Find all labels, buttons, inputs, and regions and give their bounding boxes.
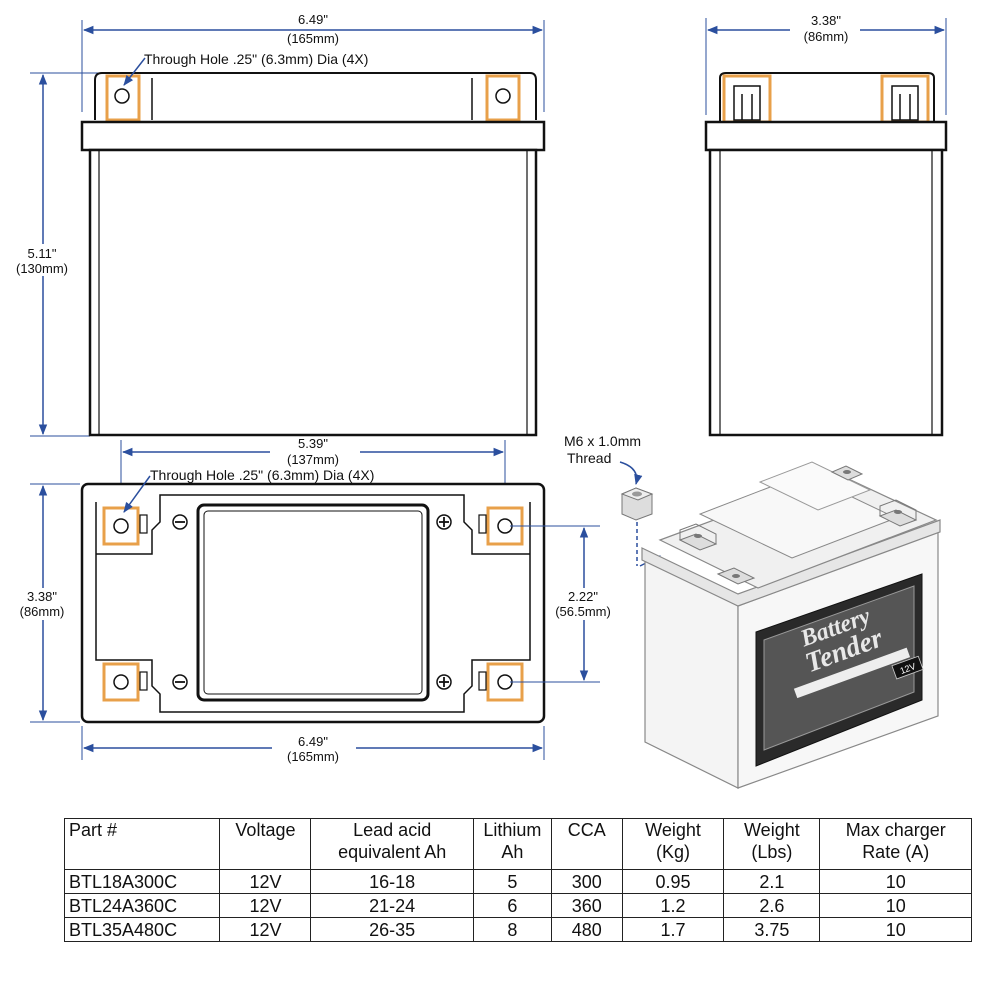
table-cell: 5 xyxy=(472,869,552,894)
depth-in: 3.38" xyxy=(27,589,57,604)
column-header-text: Voltage xyxy=(235,820,296,840)
side-width-in: 3.38" xyxy=(811,13,841,28)
column-header-text: Lead acid xyxy=(353,820,432,840)
column-header: Weight(Kg) xyxy=(621,818,725,870)
table-cell: 360 xyxy=(550,893,623,918)
column-header-text: Max charger xyxy=(845,820,946,840)
bottom-width-in: 6.49" xyxy=(298,734,328,749)
table-cell: 26-35 xyxy=(310,917,474,942)
table-cell: 3.75 xyxy=(723,917,821,942)
thread-callout-line2: Thread xyxy=(567,450,611,466)
table-cell: 480 xyxy=(550,917,623,942)
isometric-battery: M6 x 1.0mm Thread xyxy=(564,433,941,789)
column-header-text: Rate (A) xyxy=(862,842,930,862)
column-header: Voltage xyxy=(219,818,312,870)
column-header-text: Ah xyxy=(501,842,524,862)
column-header-text: Weight xyxy=(645,820,701,840)
table-cell: BTL24A360C xyxy=(63,893,221,918)
column-header-text: Lithium xyxy=(483,820,542,840)
terminal-spacing-in: 2.22" xyxy=(568,589,598,604)
column-header: Part # xyxy=(63,818,221,870)
front-hole-callout: Through Hole .25" (6.3mm) Dia (4X) xyxy=(144,51,368,67)
top-hole-callout: Through Hole .25" (6.3mm) Dia (4X) xyxy=(150,467,374,483)
battery-label: Battery Tender 12V xyxy=(755,573,924,767)
iso-terminal-left xyxy=(678,523,718,551)
column-header: Weight(Lbs) xyxy=(723,818,821,870)
table-cell: 12V xyxy=(219,917,312,942)
table-cell: 2.1 xyxy=(723,869,821,894)
iso-terminal-front xyxy=(716,567,756,585)
table-cell: 1.2 xyxy=(621,893,725,918)
column-header: CCA xyxy=(550,818,623,870)
table-cell: 2.6 xyxy=(723,893,821,918)
table-cell: 16-18 xyxy=(310,869,474,894)
table-cell: 0.95 xyxy=(621,869,725,894)
column-header-text: Weight xyxy=(744,820,800,840)
iso-terminal-back-right xyxy=(830,465,864,481)
thread-callout-line1: M6 x 1.0mm xyxy=(564,433,641,449)
bottom-width-mm: (165mm) xyxy=(287,749,339,764)
table-cell: 21-24 xyxy=(310,893,474,918)
depth-mm: (86mm) xyxy=(20,604,65,619)
m6-nut xyxy=(620,487,654,521)
table-cell: 10 xyxy=(819,917,972,942)
table-cell: 12V xyxy=(219,869,312,894)
column-header-text: (Lbs) xyxy=(751,842,793,862)
top-down-view: 5.39" (137mm) xyxy=(6,436,616,766)
front-height-mm: (130mm) xyxy=(16,261,68,276)
iso-terminal-right xyxy=(878,499,918,527)
table-cell: 300 xyxy=(550,869,623,894)
column-header-text: CCA xyxy=(567,820,606,840)
table-cell: 10 xyxy=(819,869,972,894)
plus-symbol xyxy=(436,514,452,530)
terminal-span-in: 5.39" xyxy=(298,436,328,451)
front-view: 6.49" (165mm) 5.11" (130mm) Through Hole… xyxy=(4,12,546,437)
minus-symbol xyxy=(172,514,188,530)
minus-symbol-lower xyxy=(172,674,188,690)
table-cell: 12V xyxy=(219,893,312,918)
side-view: 3.38" (86mm) xyxy=(704,13,948,437)
column-header-text: equivalent Ah xyxy=(338,842,447,862)
front-width-in: 6.49" xyxy=(298,12,328,27)
plus-symbol-lower xyxy=(436,674,452,690)
column-header-text: Part # xyxy=(69,820,118,840)
table-cell: BTL18A300C xyxy=(63,869,221,894)
front-height-in: 5.11" xyxy=(28,246,57,261)
table-cell: BTL35A480C xyxy=(63,917,221,942)
table-cell: 6 xyxy=(472,893,552,918)
table-cell: 10 xyxy=(819,893,972,918)
front-width-mm: (165mm) xyxy=(287,31,339,46)
side-width-mm: (86mm) xyxy=(804,29,849,44)
terminal-span-mm: (137mm) xyxy=(287,452,339,467)
table-cell: 1.7 xyxy=(621,917,725,942)
terminal-spacing-mm: (56.5mm) xyxy=(555,604,611,619)
table-cell: 8 xyxy=(472,917,552,942)
column-header-text: (Kg) xyxy=(656,842,691,862)
